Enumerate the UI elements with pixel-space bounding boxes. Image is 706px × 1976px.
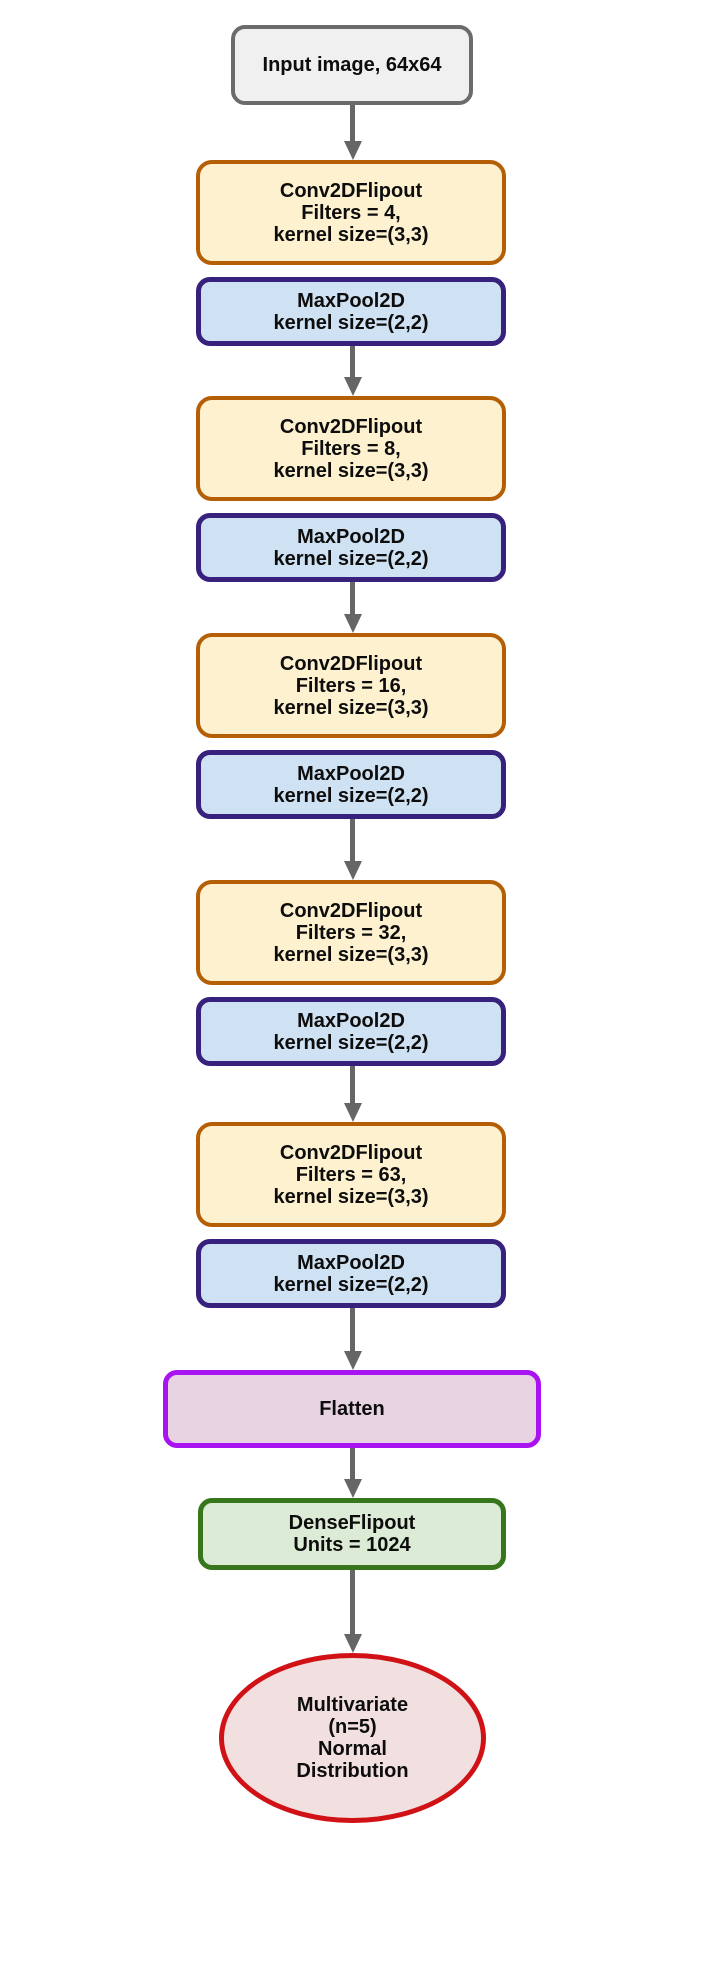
arrow-pool5-to-flatten (343, 1308, 362, 1370)
node-input-label: Input image, 64x64 (262, 54, 442, 76)
node-conv2dflipout-3: Conv2DFlipout Filters = 16, kernel size=… (196, 633, 506, 738)
dense-line-2: Units = 1024 (293, 1534, 411, 1556)
conv3-line-3: kernel size=(3,3) (273, 696, 429, 719)
pool3-line-2: kernel size=(2,2) (273, 784, 429, 807)
conv1-line-1: Conv2DFlipout (279, 179, 423, 202)
arrow-head-icon (343, 1351, 362, 1370)
conv4-line-3: kernel size=(3,3) (273, 943, 429, 966)
pool4-line-1: MaxPool2D (297, 1009, 405, 1032)
arrow-head-icon (343, 1634, 362, 1653)
conv5-line-2: Filters = 63, (295, 1163, 407, 1186)
flatten-label: Flatten (319, 1398, 385, 1420)
node-maxpool2d-1: MaxPool2D kernel size=(2,2) (196, 277, 506, 346)
arrow-flatten-to-dense (343, 1448, 362, 1498)
conv5-line-3: kernel size=(3,3) (273, 1185, 429, 1208)
output-line-2: (n=5) (328, 1716, 377, 1738)
arrow-shaft (350, 105, 355, 141)
arrow-shaft (350, 582, 355, 614)
node-denseflipout: DenseFlipout Units = 1024 (198, 1498, 506, 1570)
conv3-line-1: Conv2DFlipout (279, 652, 423, 675)
conv3-line-2: Filters = 16, (295, 674, 407, 697)
conv2-line-3: kernel size=(3,3) (273, 459, 429, 482)
pool2-line-2: kernel size=(2,2) (273, 547, 429, 570)
conv4-line-2: Filters = 32, (295, 921, 407, 944)
output-line-3: Normal (318, 1738, 387, 1760)
arrow-shaft (350, 819, 355, 861)
arrow-input-to-conv1 (343, 105, 362, 160)
arrow-pool2-to-conv3 (343, 582, 362, 633)
node-conv2dflipout-5: Conv2DFlipout Filters = 63, kernel size=… (196, 1122, 506, 1227)
arrow-dense-to-output (343, 1570, 362, 1653)
conv4-line-1: Conv2DFlipout (279, 899, 423, 922)
conv1-line-2: Filters = 4, (301, 201, 401, 224)
node-output-distribution: Multivariate (n=5) Normal Distribution (219, 1653, 486, 1823)
node-flatten: Flatten (163, 1370, 541, 1448)
node-input-image: Input image, 64x64 (231, 25, 473, 105)
arrow-head-icon (343, 1103, 362, 1122)
output-line-1: Multivariate (296, 1694, 409, 1716)
arrow-head-icon (343, 614, 362, 633)
node-maxpool2d-2: MaxPool2D kernel size=(2,2) (196, 513, 506, 582)
conv1-line-3: kernel size=(3,3) (273, 223, 429, 246)
arrow-pool4-to-conv5 (343, 1066, 362, 1122)
pool4-line-2: kernel size=(2,2) (273, 1031, 429, 1054)
pool5-line-2: kernel size=(2,2) (273, 1273, 429, 1296)
arrow-head-icon (343, 861, 362, 880)
conv5-line-1: Conv2DFlipout (279, 1141, 423, 1164)
pool5-line-1: MaxPool2D (297, 1251, 405, 1274)
arrow-head-icon (343, 1479, 362, 1498)
arrow-shaft (350, 1448, 355, 1479)
arrow-pool3-to-conv4 (343, 819, 362, 880)
node-conv2dflipout-1: Conv2DFlipout Filters = 4, kernel size=(… (196, 160, 506, 265)
arrow-shaft (350, 1570, 355, 1634)
pool1-line-2: kernel size=(2,2) (273, 311, 429, 334)
arrow-shaft (350, 1308, 355, 1351)
dense-line-1: DenseFlipout (288, 1512, 416, 1534)
pool2-line-1: MaxPool2D (297, 525, 405, 548)
arrow-head-icon (343, 377, 362, 396)
output-line-4: Distribution (296, 1760, 409, 1782)
pool3-line-1: MaxPool2D (297, 762, 405, 785)
conv2-line-1: Conv2DFlipout (279, 415, 423, 438)
node-conv2dflipout-4: Conv2DFlipout Filters = 32, kernel size=… (196, 880, 506, 985)
arrow-shaft (350, 1066, 355, 1103)
arrow-head-icon (343, 141, 362, 160)
arrow-shaft (350, 346, 355, 377)
node-maxpool2d-5: MaxPool2D kernel size=(2,2) (196, 1239, 506, 1308)
node-maxpool2d-4: MaxPool2D kernel size=(2,2) (196, 997, 506, 1066)
node-maxpool2d-3: MaxPool2D kernel size=(2,2) (196, 750, 506, 819)
node-conv2dflipout-2: Conv2DFlipout Filters = 8, kernel size=(… (196, 396, 506, 501)
conv2-line-2: Filters = 8, (301, 437, 401, 460)
arrow-pool1-to-conv2 (343, 346, 362, 396)
pool1-line-1: MaxPool2D (297, 289, 405, 312)
